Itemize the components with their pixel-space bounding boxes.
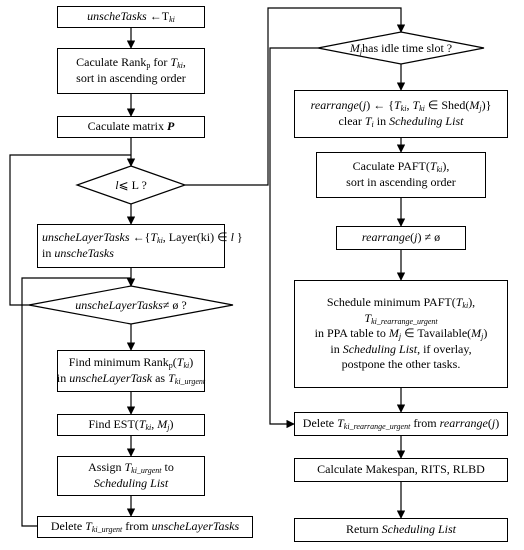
delete-rearrange-box: Delete Tki_rearrange_urgent from rearran… (294, 412, 508, 436)
rearrange-set-box: rearrange(j) ← {Tki, Tki ∈ Shed(Mj)} cle… (294, 90, 508, 138)
decision-l-le-L (75, 165, 187, 205)
return-list-box: Return Scheduling List (294, 518, 508, 542)
delete-urgent-box: Delete Tki_urgent from unscheLayerTasks (37, 516, 253, 538)
decision-l-label: l ⩽ L ? (115, 177, 147, 192)
arrow-idle-false-to-delete (269, 47, 318, 429)
find-est-box: Find EST(Tki, Mj) (57, 414, 205, 436)
schedule-min-box: Schedule minimum PAFT(Tki), Tki_rearrang… (294, 280, 508, 388)
calc-rank-box: Caculate Rankp for Tki, sort in ascendin… (57, 48, 205, 94)
init-tasks-box: unscheTasks ←Tki (57, 6, 205, 28)
decision-layer-label: unscheLayerTasks ≠ ø ? (75, 297, 187, 312)
decision-idle-slot (317, 31, 485, 65)
rearrange-nonempty-box: rearrange(j) ≠ ø (336, 226, 466, 250)
assign-box: Assign Tki_urgent to Scheduling List (57, 456, 205, 496)
calc-paft-box: Caculate PAFT(Tki), sort in ascending or… (316, 152, 486, 198)
find-min-rank-box: Find minimum Rankp(Tki) in unscheLayerTa… (57, 350, 205, 392)
arrow-l-cond-to-idle-cond (185, 7, 406, 186)
layer-tasks-box: unscheLayerTasks ←{Tki, Layer(ki) ∈ l } … (37, 224, 243, 268)
calc-makespan-box: Calculate Makespan, RITS, RLBD (294, 458, 508, 482)
decision-layer-nonempty (28, 285, 234, 325)
calc-matrix-box: Caculate matrix P (57, 116, 205, 138)
loop-delete-to-layer-cond (21, 277, 131, 527)
